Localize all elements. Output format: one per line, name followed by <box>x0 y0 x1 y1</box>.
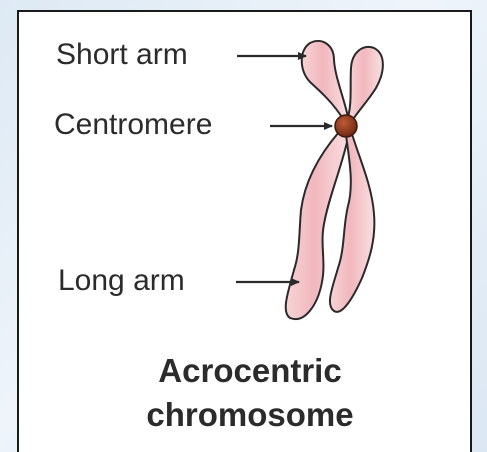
long-arm-label: Long arm <box>58 264 185 298</box>
centromere-dot <box>335 115 357 137</box>
caption-line-2: chromosome <box>60 394 440 436</box>
short-arm-label: Short arm <box>56 38 188 72</box>
short-arm-right <box>348 47 383 121</box>
centromere-label: Centromere <box>54 108 212 142</box>
caption-line-1: Acrocentric <box>60 350 440 392</box>
short-arm-left <box>302 41 348 119</box>
